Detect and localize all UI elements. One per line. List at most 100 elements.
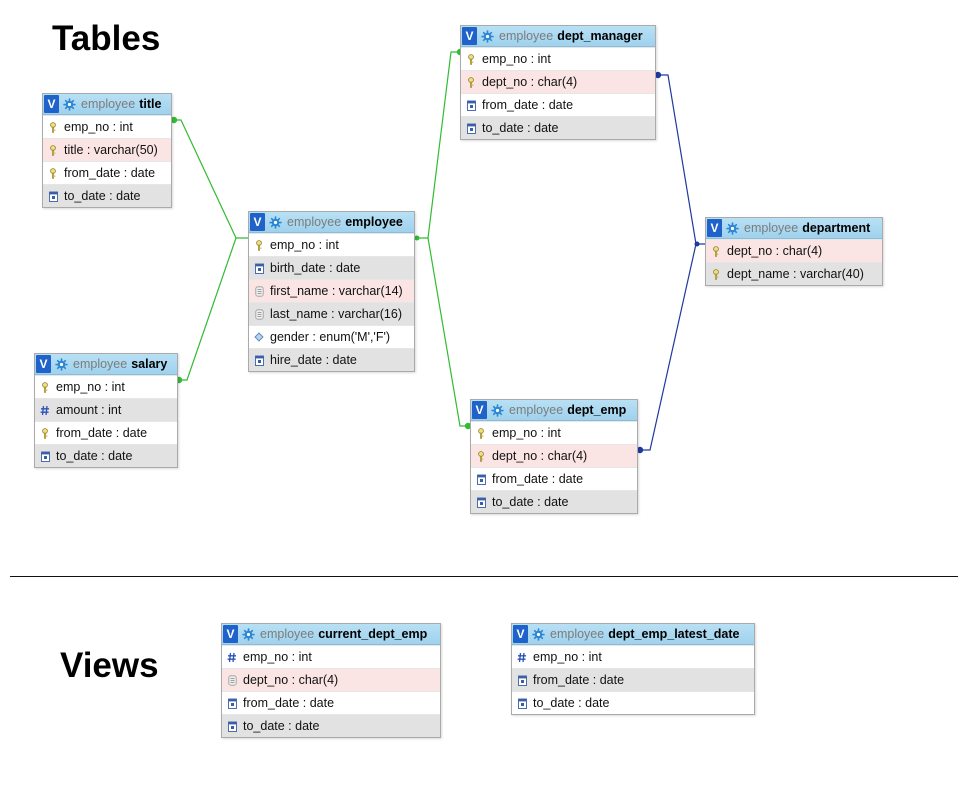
column-row[interactable]: emp_no : int — [471, 421, 637, 444]
column-row[interactable]: dept_no : char(4) — [222, 668, 440, 691]
toggle-badge[interactable]: V — [44, 95, 59, 113]
gear-icon[interactable] — [269, 215, 282, 229]
text-icon — [254, 285, 264, 297]
column-row[interactable]: title : varchar(50) — [43, 138, 171, 161]
toggle-badge[interactable]: V — [36, 355, 51, 373]
column-row[interactable]: to_date : date — [461, 116, 655, 139]
column-label: to_date : date — [533, 696, 610, 710]
table-name: title — [139, 97, 162, 111]
gear-icon[interactable] — [532, 627, 545, 641]
column-row[interactable]: from_date : date — [461, 93, 655, 116]
column-row[interactable]: to_date : date — [471, 490, 637, 513]
column-row[interactable]: from_date : date — [43, 161, 171, 184]
column-row[interactable]: emp_no : int — [249, 233, 414, 256]
date-icon — [517, 697, 527, 709]
column-label: emp_no : int — [482, 52, 551, 66]
date-icon — [254, 354, 264, 366]
column-label: to_date : date — [64, 189, 141, 203]
column-label: from_date : date — [533, 673, 625, 687]
date-icon — [476, 496, 486, 508]
key-icon — [48, 167, 58, 179]
date-icon — [517, 674, 527, 686]
toggle-badge[interactable]: V — [472, 401, 487, 419]
column-row[interactable]: emp_no : int — [35, 375, 177, 398]
column-row[interactable]: from_date : date — [512, 668, 754, 691]
gear-icon[interactable] — [491, 403, 504, 417]
column-row[interactable]: from_date : date — [222, 691, 440, 714]
key-icon — [40, 427, 50, 439]
column-row[interactable]: amount : int — [35, 398, 177, 421]
section-divider — [10, 576, 958, 577]
column-label: dept_no : char(4) — [482, 75, 578, 89]
column-row[interactable]: last_name : varchar(16) — [249, 302, 414, 325]
column-label: to_date : date — [492, 495, 569, 509]
column-row[interactable]: dept_no : char(4) — [706, 239, 882, 262]
column-label: dept_no : char(4) — [727, 244, 823, 258]
text-icon — [227, 674, 237, 686]
views-section-title: Views — [60, 646, 159, 685]
database-name: employee — [73, 357, 128, 371]
table-name: current_dept_emp — [318, 627, 428, 641]
column-label: emp_no : int — [270, 238, 339, 252]
toggle-badge[interactable]: V — [462, 27, 477, 45]
column-row[interactable]: first_name : varchar(14) — [249, 279, 414, 302]
column-row[interactable]: to_date : date — [35, 444, 177, 467]
gear-icon[interactable] — [55, 357, 68, 371]
column-row[interactable]: from_date : date — [471, 467, 637, 490]
column-label: from_date : date — [56, 426, 148, 440]
key-icon — [48, 144, 58, 156]
toggle-badge[interactable]: V — [250, 213, 265, 231]
column-row[interactable]: emp_no : int — [461, 47, 655, 70]
column-row[interactable]: dept_no : char(4) — [471, 444, 637, 467]
column-row[interactable]: birth_date : date — [249, 256, 414, 279]
column-row[interactable]: from_date : date — [35, 421, 177, 444]
column-row[interactable]: emp_no : int — [512, 645, 754, 668]
text-icon — [254, 308, 264, 320]
hash-icon — [227, 651, 237, 663]
column-label: to_date : date — [56, 449, 133, 463]
column-row[interactable]: dept_no : char(4) — [461, 70, 655, 93]
column-row[interactable]: to_date : date — [512, 691, 754, 714]
table-name: dept_emp_latest_date — [608, 627, 740, 641]
relation-employee-dept-manager — [414, 48, 464, 241]
column-label: title : varchar(50) — [64, 143, 158, 157]
column-row[interactable]: to_date : date — [43, 184, 171, 207]
column-row[interactable]: to_date : date — [222, 714, 440, 737]
gear-icon[interactable] — [63, 97, 76, 111]
toggle-badge[interactable]: V — [513, 625, 528, 643]
table-name: dept_emp — [567, 403, 627, 417]
date-icon — [40, 450, 50, 462]
key-icon — [466, 53, 476, 65]
column-row[interactable]: gender : enum('M','F') — [249, 325, 414, 348]
toggle-badge[interactable]: V — [707, 219, 722, 237]
gear-icon[interactable] — [726, 221, 739, 235]
key-icon — [48, 121, 58, 133]
column-label: last_name : varchar(16) — [270, 307, 403, 321]
toggle-badge[interactable]: V — [223, 625, 238, 643]
gear-icon[interactable] — [242, 627, 255, 641]
column-row[interactable]: emp_no : int — [43, 115, 171, 138]
gear-icon[interactable] — [481, 29, 494, 43]
date-icon — [466, 99, 476, 111]
column-row[interactable]: dept_name : varchar(40) — [706, 262, 882, 285]
table-name: department — [802, 221, 871, 235]
column-row[interactable]: hire_date : date — [249, 348, 414, 371]
column-row[interactable]: emp_no : int — [222, 645, 440, 668]
key-icon — [476, 450, 486, 462]
